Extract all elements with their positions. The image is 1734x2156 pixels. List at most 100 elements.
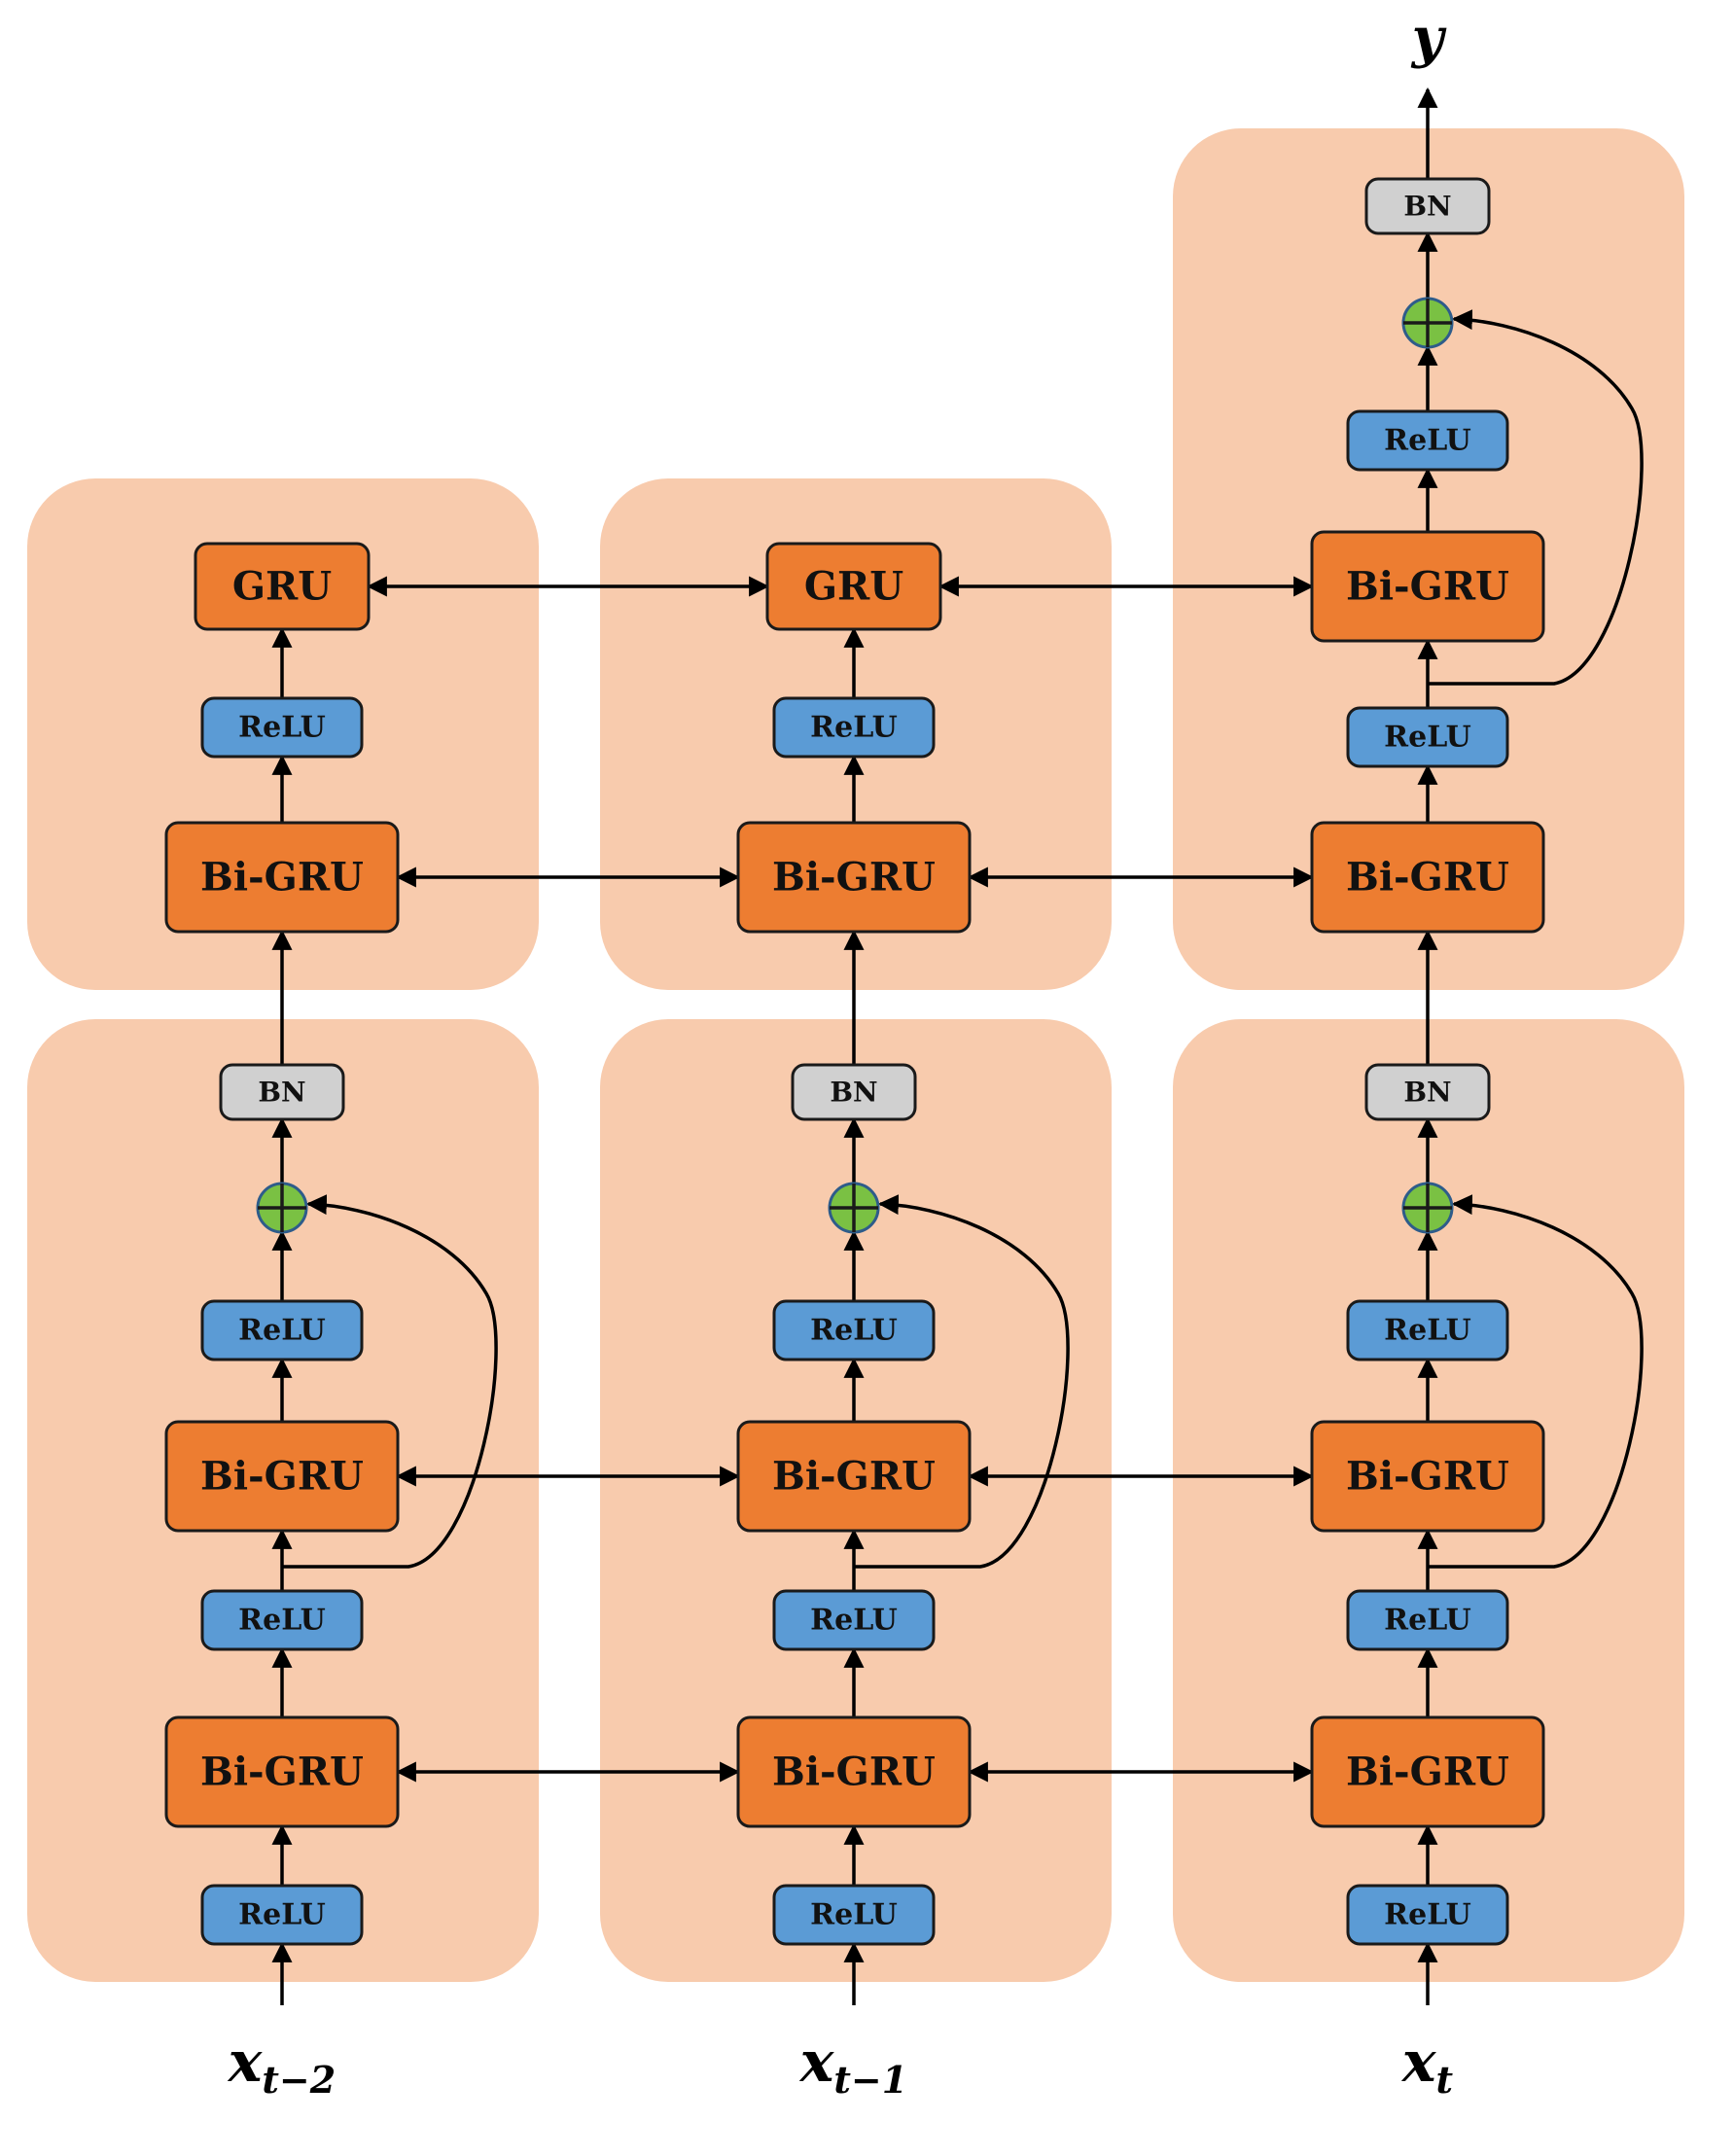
col2-lower-bigru-2-box: [736, 1420, 972, 1533]
col1-upper-relu-label: ReLU: [238, 711, 326, 745]
input-label-col1-base: x: [227, 2029, 264, 2095]
col3-lower-skip-connection: [1428, 1194, 1644, 1569]
input-label-col3-sub: t: [1436, 2058, 1454, 2102]
col3-lower-bigru-1: Bi-GRU: [1310, 1715, 1545, 1828]
col3-upper-relu-2-label: ReLU: [1384, 424, 1471, 458]
col3-lower-relu-3: ReLU: [1346, 1299, 1509, 1361]
col1-lower-bn-label: BN: [258, 1077, 305, 1109]
col3-lower-relu-3-box: [1346, 1299, 1509, 1361]
col3-lower-relu-1-box: [1346, 1884, 1509, 1946]
col3-upper-bigru-1: Bi-GRU: [1310, 821, 1545, 934]
col2-lower-relu-1-label: ReLU: [810, 1898, 898, 1932]
input-label-col2-sub: t−1: [833, 2058, 907, 2102]
col1-lower-relu-1-box: [200, 1884, 364, 1946]
col3-lower-bigru-1-label: Bi-GRU: [1346, 1750, 1509, 1795]
col3-lower-bigru-1-box: [1310, 1715, 1545, 1828]
col1-lower-bigru-2-label: Bi-GRU: [200, 1454, 364, 1500]
output-label: y: [1410, 6, 1447, 70]
col3-upper-bigru-2: Bi-GRU: [1310, 530, 1545, 643]
col2-lower-relu-1-box: [772, 1884, 936, 1946]
col3-upper-relu-1: ReLU: [1346, 706, 1509, 768]
col3-lower-relu-3-label: ReLU: [1384, 1314, 1471, 1348]
col1-lower-relu-2: ReLU: [200, 1589, 364, 1651]
col3-upper-bn-label: BN: [1403, 191, 1451, 223]
col3-upper-bigru-2-label: Bi-GRU: [1346, 564, 1509, 610]
col3-upper-relu-1-label: ReLU: [1384, 721, 1471, 755]
col1-lower-relu-1-label: ReLU: [238, 1898, 326, 1932]
col2-lower-relu-1: ReLU: [772, 1884, 936, 1946]
col3-lower-relu-2-label: ReLU: [1384, 1604, 1471, 1638]
col1-lower-relu-3-label: ReLU: [238, 1314, 326, 1348]
col1-lower-relu-2-label: ReLU: [238, 1604, 326, 1638]
col1-lower-skip-connection: [282, 1194, 498, 1569]
col1-lower-bigru-2-box: [164, 1420, 400, 1533]
panels: [27, 128, 1684, 1982]
col3-upper-skip-connection: [1428, 309, 1644, 686]
input-label-col2-base: x: [798, 2029, 835, 2095]
input-label-col2: xt−1: [798, 2029, 907, 2102]
col3-lower-bn-label: BN: [1403, 1077, 1451, 1109]
col2-upper-relu-label: ReLU: [810, 711, 898, 745]
col1-upper-bigru: Bi-GRU: [164, 821, 400, 934]
col1-upper-relu-box: [200, 696, 364, 759]
connections: [271, 87, 1644, 2005]
input-label-col3: xt: [1400, 2029, 1454, 2102]
col1-upper-gru: GRU: [194, 542, 371, 631]
col2-lower-bn-box: [791, 1063, 917, 1121]
col3-lower-bigru-2-box: [1310, 1420, 1545, 1533]
col1-lower-bigru-1: Bi-GRU: [164, 1715, 400, 1828]
col2-lower-bn-label: BN: [830, 1077, 877, 1109]
col3-upper-bn-box: [1364, 177, 1491, 235]
input-labels: xt−2 xt−1 xt: [227, 2029, 1454, 2102]
col2-lower-bigru-1: Bi-GRU: [736, 1715, 972, 1828]
col3-lower-relu-2: ReLU: [1346, 1589, 1509, 1651]
col3-upper-relu-1-box: [1346, 706, 1509, 768]
col3-upper-bn: BN: [1364, 177, 1491, 235]
col3-lower-relu-2-box: [1346, 1589, 1509, 1651]
col2-lower-relu-2: ReLU: [772, 1589, 936, 1651]
col1-lower-bn: BN: [219, 1063, 345, 1121]
nodes: ReLU Bi-GRU ReLU Bi-GRU ReLU BN ReLU Bi-GRU ReLU…: [164, 177, 1545, 1946]
col2-upper-bigru-box: [736, 821, 972, 934]
col2-upper-gru: GRU: [765, 542, 942, 631]
col1-upper-bigru-label: Bi-GRU: [200, 855, 364, 901]
col2-lower-skip-connection: [854, 1194, 1070, 1569]
col2-lower-relu-2-box: [772, 1589, 936, 1651]
col3-lower-sum: [1401, 1182, 1454, 1234]
col3-lower-bigru-2: Bi-GRU: [1310, 1420, 1545, 1533]
col2-upper-gru-label: GRU: [804, 564, 903, 610]
col2-lower-relu-2-label: ReLU: [810, 1604, 898, 1638]
col3-upper-bigru-1-label: Bi-GRU: [1346, 855, 1509, 901]
col2-lower-sum: [828, 1182, 880, 1234]
col2-lower-bigru-1-label: Bi-GRU: [772, 1750, 936, 1795]
col2-lower-bigru-1-box: [736, 1715, 972, 1828]
col2-lower-bigru-2: Bi-GRU: [736, 1420, 972, 1533]
col1-lower-relu-3: ReLU: [200, 1299, 364, 1361]
col3-upper-relu-2: ReLU: [1346, 409, 1509, 472]
col1-lower-sum: [256, 1182, 308, 1234]
col1-upper-gru-box: [194, 542, 371, 631]
col1-lower-relu-3-box: [200, 1299, 364, 1361]
col2-upper-gru-box: [765, 542, 942, 631]
col3-lower-relu-1-label: ReLU: [1384, 1898, 1471, 1932]
input-label-col1: xt−2: [227, 2029, 336, 2102]
col3-upper-sum: [1401, 297, 1454, 349]
input-label-col1-sub: t−2: [262, 2058, 336, 2102]
col2-upper-bigru: Bi-GRU: [736, 821, 972, 934]
col1-upper-gru-label: GRU: [232, 564, 332, 610]
col1-lower-relu-2-box: [200, 1589, 364, 1651]
col3-upper-bigru-2-box: [1310, 530, 1545, 643]
col2-lower-relu-3-label: ReLU: [810, 1314, 898, 1348]
col1-upper-bigru-box: [164, 821, 400, 934]
col1-upper-relu: ReLU: [200, 696, 364, 759]
col1-lower-bn-box: [219, 1063, 345, 1121]
col3-lower-bn: BN: [1364, 1063, 1491, 1121]
input-label-col3-base: x: [1400, 2029, 1437, 2095]
col2-lower-relu-3: ReLU: [772, 1299, 936, 1361]
col2-upper-relu: ReLU: [772, 696, 936, 759]
col3-upper-bigru-1-box: [1310, 821, 1545, 934]
col2-lower-bn: BN: [791, 1063, 917, 1121]
col3-lower-bigru-2-label: Bi-GRU: [1346, 1454, 1509, 1500]
col2-lower-relu-3-box: [772, 1299, 936, 1361]
